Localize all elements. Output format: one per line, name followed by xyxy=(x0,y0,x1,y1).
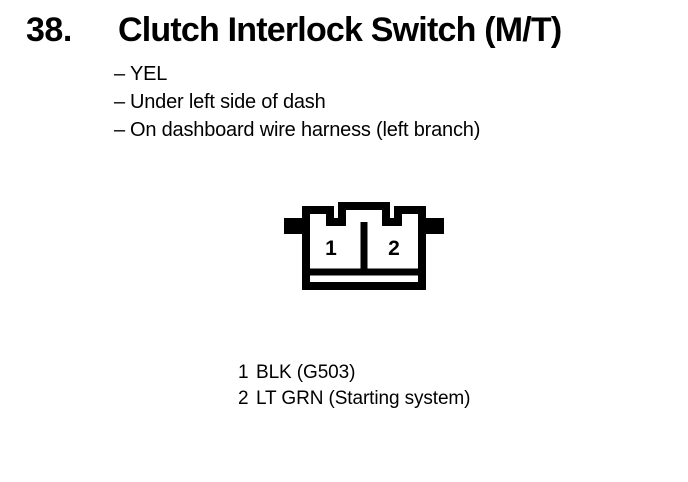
legend-pin-number: 2 xyxy=(238,388,249,409)
connector-outline xyxy=(284,202,444,290)
connector-diagram: 1 2 xyxy=(268,200,460,298)
pin-number-1: 1 xyxy=(325,237,337,260)
detail-list: –YEL –Under left side of dash –On dashbo… xyxy=(114,60,654,144)
legend-row: 2 LT GRN (Starting system) xyxy=(238,386,638,412)
title-heading: Clutch Interlock Switch (M/T) xyxy=(118,11,562,49)
legend-row: 1 BLK (G503) xyxy=(238,360,638,386)
dash-bullet-icon: – xyxy=(114,119,125,141)
connector-center-tab xyxy=(346,210,382,222)
legend-pin-number: 1 xyxy=(238,362,249,383)
list-item-label: Under left side of dash xyxy=(130,91,326,113)
list-item: –YEL xyxy=(114,60,654,88)
page-title: 38. Clutch Interlock Switch (M/T) xyxy=(0,8,688,52)
list-item: –Under left side of dash xyxy=(114,88,654,116)
list-item-label: On dashboard wire harness (left branch) xyxy=(130,119,481,141)
pin-legend: 1 BLK (G503) 2 LT GRN (Starting system) xyxy=(238,360,638,412)
dash-bullet-icon: – xyxy=(114,91,125,113)
list-item-label: YEL xyxy=(130,63,168,85)
bottom-slot xyxy=(312,276,416,281)
legend-pin-description: BLK (G503) xyxy=(256,362,356,383)
legend-pin-description: LT GRN (Starting system) xyxy=(256,388,471,409)
pin-number-2: 2 xyxy=(388,237,400,260)
item-number: 38. xyxy=(26,11,72,49)
list-item: –On dashboard wire harness (left branch) xyxy=(114,116,654,144)
dash-bullet-icon: – xyxy=(114,63,125,85)
